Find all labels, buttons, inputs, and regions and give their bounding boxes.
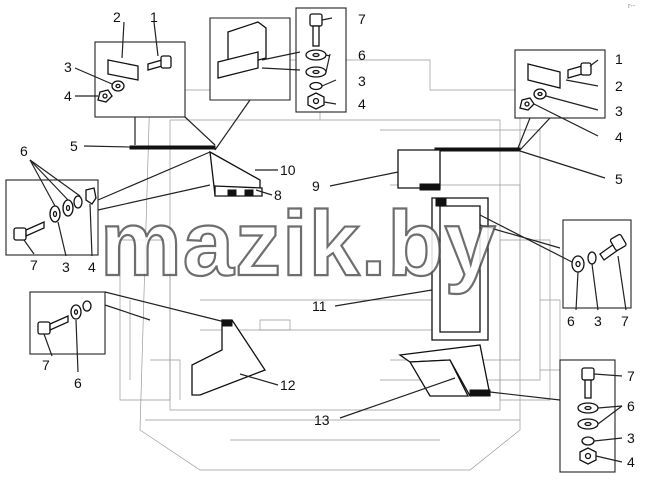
callout-ml-washer-6: 6 <box>20 143 28 159</box>
detail-box-mid-left <box>5 151 211 256</box>
callout-tr-bolt-1: 1 <box>615 51 623 67</box>
callout-ml-nut-4: 4 <box>88 259 96 275</box>
callout-mr-bolt-7: 7 <box>621 313 629 329</box>
corner-mark: r-- <box>628 3 636 10</box>
callout-br-washers-6: 6 <box>627 398 635 414</box>
callout-br-nut-4: 4 <box>627 454 635 470</box>
detail-box-top-left <box>94 41 216 146</box>
callout-tl-bolt-1: 1 <box>150 9 158 25</box>
callout-tc-nut-4: 4 <box>358 96 366 112</box>
detail-box-top-right <box>514 49 606 151</box>
callout-panel-11: 11 <box>312 298 327 314</box>
detail-box-bottom-right <box>489 359 616 473</box>
watermark-text: mazik.by <box>100 193 497 295</box>
step-13 <box>339 344 491 419</box>
callout-right-bracket-5: 5 <box>615 171 623 187</box>
detail-box-bracket-angle <box>209 17 301 151</box>
callout-tr-nut-4: 4 <box>615 129 623 145</box>
callout-mr-lockwasher-3: 3 <box>594 313 602 329</box>
callout-mr-washer-6: 6 <box>567 313 575 329</box>
callout-bracket-10: 10 <box>280 162 296 178</box>
callout-bl-washer-6: 6 <box>74 375 82 391</box>
block-9 <box>329 149 441 191</box>
callout-br-lockwasher-3: 3 <box>627 430 635 446</box>
detail-box-top-center <box>295 7 347 113</box>
callout-step-12: 12 <box>280 377 296 393</box>
leader-lines <box>23 17 627 463</box>
callout-tl-washer-3: 3 <box>64 59 72 75</box>
callout-tr-washer-3: 3 <box>615 103 623 119</box>
callout-bracket-8: 8 <box>274 187 282 203</box>
callout-tc-bolt-7: 7 <box>358 11 366 27</box>
callout-tc-washer-3: 3 <box>358 73 366 89</box>
callout-tl-nut-4: 4 <box>64 88 72 104</box>
callout-step-13: 13 <box>314 412 330 428</box>
callout-br-bolt-7: 7 <box>627 368 635 384</box>
callout-labels: 1 2 3 4 7 6 3 4 1 2 3 4 5 5 6 7 3 4 10 8… <box>20 9 635 470</box>
callout-tr-plate-2: 2 <box>615 78 623 94</box>
callout-tc-washer-6: 6 <box>358 47 366 63</box>
callout-ml-lockwasher-3: 3 <box>62 259 70 275</box>
callout-ml-bolt-7: 7 <box>30 257 38 273</box>
detail-box-mid-right <box>479 214 632 309</box>
panel-11 <box>334 197 489 341</box>
callout-left-bracket-5: 5 <box>70 138 78 154</box>
detail-box-bottom-left <box>29 291 226 355</box>
step-12 <box>191 319 279 396</box>
callout-bl-bolt-7: 7 <box>42 357 50 373</box>
angle-bracket-10-8 <box>209 150 278 197</box>
callout-block-9: 9 <box>312 178 320 194</box>
mounting-bars-5 <box>129 145 521 152</box>
callout-tl-plate-2: 2 <box>113 9 121 25</box>
